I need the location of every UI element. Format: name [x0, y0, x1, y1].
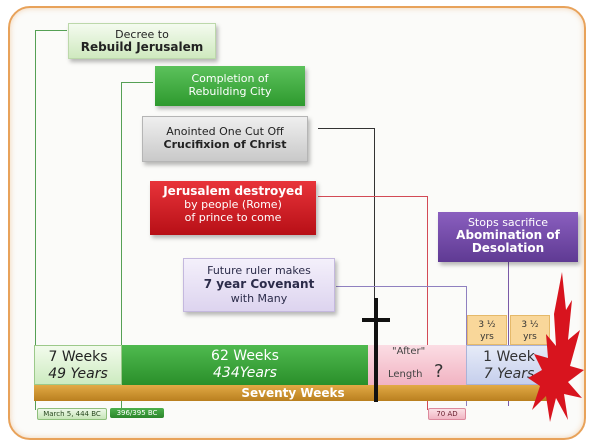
sixty-two-weeks-label: 62 Weeks: [211, 348, 279, 364]
after-question: ?: [434, 361, 444, 382]
completion-line2: Rebuilding City: [188, 85, 272, 98]
ruler-line2: 7 year Covenant: [203, 277, 315, 291]
completion-connector: [121, 82, 122, 410]
decree-box: Decree to Rebuild Jerusalem: [68, 23, 216, 59]
sacrifice-line1: Stops sacrifice: [467, 216, 549, 229]
ruler-line1: Future ruler makes: [207, 264, 311, 277]
anointed-box: Anointed One Cut Off Crucifixion of Chri…: [142, 116, 308, 162]
decree-line2: Rebuild Jerusalem: [80, 40, 204, 54]
date-mid: 396/395 BC: [116, 409, 158, 417]
completion-box: Completion of Rebuilding City: [155, 66, 305, 106]
destroyed-line2: by people (Rome): [184, 198, 282, 211]
sacrifice-connector-v: [508, 262, 509, 406]
sixty-two-weeks-block: 62 Weeks 434Years: [122, 345, 368, 385]
seven-weeks-years: 49 Years: [48, 366, 108, 382]
anointed-connector-v: [374, 128, 375, 401]
date-start: March 5, 444 BC: [43, 410, 101, 418]
seventy-weeks-label: Seventy Weeks: [241, 386, 345, 400]
destroyed-connector-v: [427, 196, 428, 410]
seven-weeks-label: 7 Weeks: [48, 349, 108, 365]
sacrifice-line3: Desolation: [471, 241, 545, 255]
seven-weeks-block: 7 Weeks 49 Years: [34, 345, 122, 385]
splash-icon: [528, 272, 584, 422]
decree-line1: Decree to: [115, 28, 169, 41]
completion-line1: Completion of: [191, 72, 269, 85]
seventy-weeks-bar: Seventy Weeks: [34, 385, 552, 401]
destroyed-connector-h: [318, 196, 427, 197]
after-label: "After": [392, 346, 426, 357]
half-week-1: 3 ½ yrs: [467, 315, 507, 345]
cross-icon: [362, 298, 390, 402]
splash-shape: [528, 272, 584, 422]
half-week-1-bottom: yrs: [480, 332, 494, 342]
ruler-line3: with Many: [230, 292, 288, 305]
half-week-2-top: 3 ½: [521, 320, 539, 330]
destroyed-box: Jerusalem destroyed by people (Rome) of …: [150, 181, 316, 235]
anointed-connector-h: [318, 128, 374, 129]
ruler-box: Future ruler makes 7 year Covenant with …: [183, 258, 335, 312]
anointed-line1: Anointed One Cut Off: [166, 125, 284, 138]
date-ad70-tag: 70 AD: [428, 408, 466, 420]
anointed-line2: Crucifixion of Christ: [163, 138, 287, 151]
after-length: Length: [388, 369, 423, 380]
half-week-2: 3 ½ yrs: [510, 315, 550, 345]
ruler-connector-h: [336, 286, 466, 287]
destroyed-line3: of prince to come: [184, 211, 282, 224]
one-week-label: 1 Week: [483, 349, 535, 365]
date-start-tag: March 5, 444 BC: [37, 408, 107, 420]
decree-connector-top: [35, 30, 67, 31]
one-week-years: 7 Years: [483, 366, 535, 382]
destroyed-line1: Jerusalem destroyed: [163, 184, 303, 198]
half-week-2-bottom: yrs: [523, 332, 537, 342]
date-mid-tag: 396/395 BC: [110, 408, 164, 418]
date-ad70: 70 AD: [436, 410, 458, 418]
half-week-1-top: 3 ½: [478, 320, 496, 330]
sacrifice-line2: Abomination of: [456, 228, 560, 242]
decree-connector: [35, 30, 36, 410]
sacrifice-box: Stops sacrifice Abomination of Desolatio…: [438, 212, 578, 262]
after-block: "After" Length ?: [368, 345, 466, 385]
completion-connector-top: [121, 82, 153, 83]
sixty-two-weeks-years: 434Years: [213, 365, 277, 381]
